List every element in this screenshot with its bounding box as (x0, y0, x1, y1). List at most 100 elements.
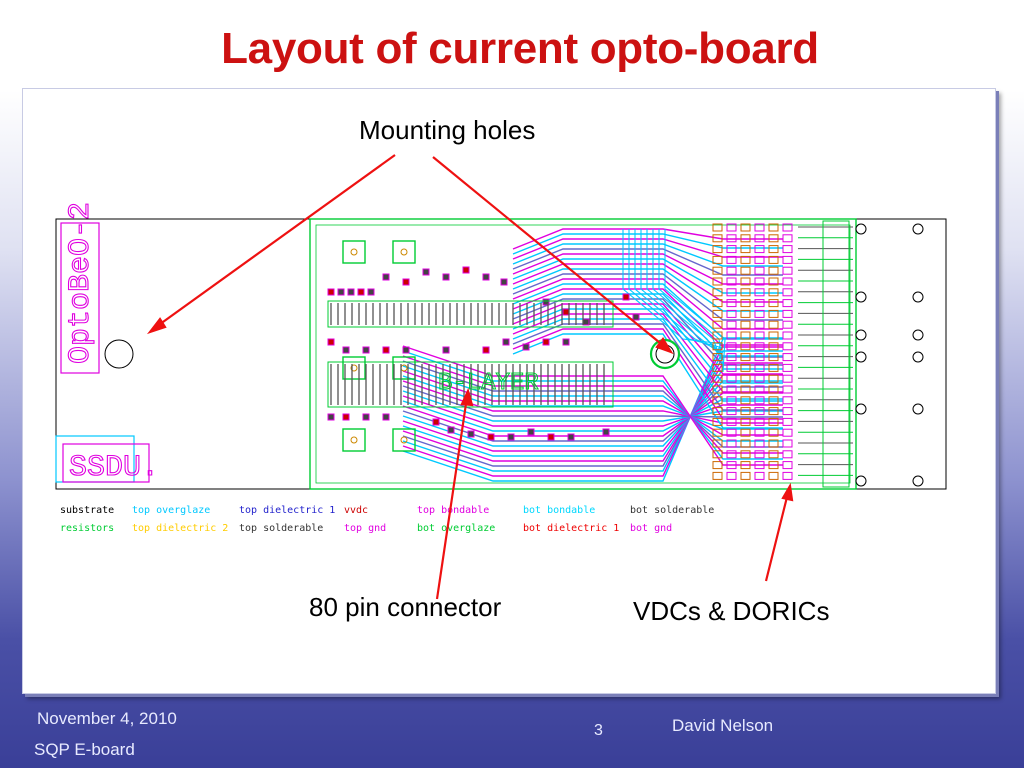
edge-hole (855, 223, 867, 235)
chip-pad (782, 461, 793, 470)
chip-pad (782, 407, 793, 416)
ssdu-box-inner (62, 443, 150, 483)
pad-small (487, 433, 495, 441)
chip-pad (726, 353, 737, 362)
right-edge-holes (855, 223, 924, 487)
side-label-text: OptoBeO-2 (64, 202, 98, 364)
chip-pad (782, 309, 793, 318)
chip-pad (726, 439, 737, 448)
circuit-region-outline (309, 218, 857, 490)
chip-pad (712, 331, 723, 340)
chip-pad (740, 223, 751, 232)
pad-small (347, 288, 355, 296)
chip-pad (754, 428, 765, 437)
chip-pad (740, 288, 751, 297)
trace (512, 313, 783, 393)
pad-small (502, 338, 510, 346)
chip-pad (740, 234, 751, 243)
chip-pad (712, 288, 723, 297)
chip-pad (768, 245, 779, 254)
chip-pad (768, 255, 779, 264)
chip-pad (740, 309, 751, 318)
chip-pad (768, 277, 779, 286)
legend-item: top dielectric 2 (132, 523, 228, 534)
chip-pad (754, 407, 765, 416)
chip-pad (768, 461, 779, 470)
chip-pad (726, 309, 737, 318)
pad-small (482, 346, 490, 354)
pad-small (442, 346, 450, 354)
chip-pad (754, 450, 765, 459)
chip-pad (768, 320, 779, 329)
trace (512, 228, 783, 250)
chip-pad (740, 407, 751, 416)
trace (402, 368, 783, 457)
edge-hole (855, 329, 867, 341)
chip-pad (782, 417, 793, 426)
chip-pad (712, 223, 723, 232)
trace (512, 253, 783, 285)
chip-pad (782, 374, 793, 383)
chip-pad (754, 374, 765, 383)
circuit-traces (402, 228, 783, 482)
chip-pad (740, 320, 751, 329)
chip-pad (754, 309, 765, 318)
ssdu-label: SSDU. (69, 451, 159, 485)
chip-pad (768, 223, 779, 232)
pad-square (342, 356, 366, 380)
legend-item: bot gnd (630, 523, 672, 534)
chip-pad (754, 353, 765, 362)
trace (640, 229, 724, 357)
chip-pad (726, 461, 737, 470)
chip-pad (754, 288, 765, 297)
chip-pad (782, 439, 793, 448)
chip-pad (754, 320, 765, 329)
chip-pad (768, 342, 779, 351)
chip-pad (740, 342, 751, 351)
chip-pad (740, 266, 751, 275)
pad-small (500, 278, 508, 286)
chip-pad (712, 450, 723, 459)
arrow-head (460, 387, 474, 407)
arrow-connector (435, 396, 469, 600)
chip-pad (754, 255, 765, 264)
trace (402, 350, 783, 460)
chip-pad (782, 288, 793, 297)
chip-pad (782, 471, 793, 480)
trace (402, 370, 783, 436)
edge-hole (912, 351, 924, 363)
pad-small (432, 418, 440, 426)
arrow-mounting-left (155, 154, 396, 328)
chip-pad (782, 363, 793, 372)
connector-row-outline (327, 361, 614, 408)
chip-pad (782, 396, 793, 405)
trace (402, 356, 783, 467)
chip-pad (782, 245, 793, 254)
chip-pad (712, 461, 723, 470)
chip-pad (754, 396, 765, 405)
chip-pad (726, 234, 737, 243)
legend-item: top dielectric 1 (239, 505, 335, 516)
chip-pad (740, 299, 751, 308)
pad-small (527, 428, 535, 436)
center-label: B-LAYER (438, 370, 539, 397)
trace (512, 303, 783, 375)
trace (512, 283, 783, 339)
footer-date: November 4, 2010 (37, 709, 177, 728)
chip-pad (740, 277, 751, 286)
arrow-head (655, 337, 674, 355)
pad-small (357, 288, 365, 296)
chip-pad (712, 385, 723, 394)
vdc-doric-chips (712, 220, 853, 488)
chip-pad (782, 255, 793, 264)
pad-small (342, 413, 350, 421)
chip-pad (768, 471, 779, 480)
trace (512, 268, 783, 312)
edge-hole (855, 403, 867, 415)
chip-pad (726, 299, 737, 308)
pad-via (400, 248, 408, 256)
chip-pad (754, 471, 765, 480)
chip-pad (726, 374, 737, 383)
arrow-mounting-right (432, 156, 666, 348)
pad-small (402, 278, 410, 286)
